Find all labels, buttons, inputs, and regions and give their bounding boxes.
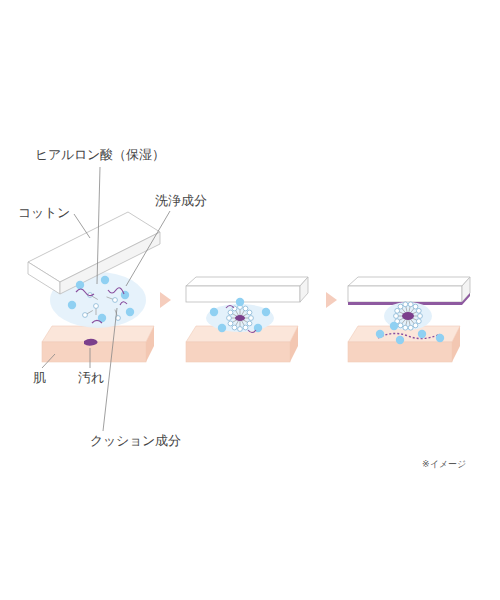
step-arrow (326, 292, 337, 308)
callout-label: コットン (18, 205, 70, 221)
cotton (348, 277, 470, 302)
liquid (206, 304, 274, 332)
cushion-head (243, 306, 248, 311)
cushion-head (247, 310, 252, 315)
cushion-head (398, 304, 403, 309)
cushion-head (94, 304, 99, 309)
cushion-head (418, 314, 423, 319)
dirt (402, 312, 414, 320)
skin-slab (42, 326, 154, 362)
cushion-head (113, 298, 118, 303)
note: ※イメージ (422, 458, 466, 470)
hyaluronic-dot (218, 324, 226, 332)
ingredients (210, 298, 270, 333)
hyaluronic-dot (68, 301, 76, 309)
callout-label: ヒアルロン酸（保湿） (35, 147, 165, 163)
tilted-cotton (28, 212, 160, 294)
cleansing-agent (92, 321, 102, 324)
hyaluronic-dot (236, 298, 244, 306)
cushion-head (416, 319, 421, 324)
hyaluronic-dot (262, 308, 270, 316)
cleansing-agent (108, 288, 124, 294)
cushion-head (408, 302, 413, 307)
skin-slab (348, 326, 460, 362)
hyaluronic-dot (396, 336, 404, 344)
dirt (235, 315, 245, 321)
cushion-head (83, 313, 88, 318)
ingredients (68, 276, 134, 323)
hyaluronic-dot (436, 334, 444, 342)
hyaluronic-dot (418, 330, 426, 338)
moisture-film (378, 333, 440, 338)
cushion-head (238, 327, 243, 332)
hyaluronic-dot (101, 276, 109, 284)
hyaluronic-dot (390, 322, 398, 330)
cleansing-agent (76, 289, 94, 296)
hyaluronic-dot (121, 291, 129, 299)
cushion-head (395, 308, 400, 313)
callout-label: 洗浄成分 (155, 193, 207, 209)
hyaluronic-dot (76, 281, 84, 289)
cushion-head (249, 316, 254, 321)
cushion-head (232, 325, 237, 330)
cleansing-agent (248, 330, 256, 333)
cushion-head (227, 316, 232, 321)
cotton (186, 277, 308, 302)
hyaluronic-dot (210, 308, 218, 316)
hyaluronic-dot (126, 308, 134, 316)
cushion-head (394, 314, 399, 319)
cleansing-agent (226, 306, 234, 309)
dirt (84, 339, 98, 346)
callout-label: 肌 (33, 370, 46, 386)
callout-label: クッション成分 (90, 433, 181, 449)
cushion-head (403, 325, 408, 330)
cushion-head (398, 323, 403, 328)
liquid (384, 302, 432, 330)
cushion-head (413, 323, 418, 328)
cushion-head (228, 310, 233, 315)
cushion-head (247, 321, 252, 326)
hyaluronic-dot (376, 330, 384, 338)
cushion-head (408, 325, 413, 330)
cushion-head (403, 302, 408, 307)
cushion-head (228, 321, 233, 326)
cleansing-agent (120, 302, 127, 305)
step-arrow (160, 292, 171, 308)
ingredients (376, 302, 444, 344)
cushion-head (416, 308, 421, 313)
cushion-head (243, 325, 248, 330)
callout-label: 汚れ (78, 370, 104, 386)
cushion-head (413, 304, 418, 309)
